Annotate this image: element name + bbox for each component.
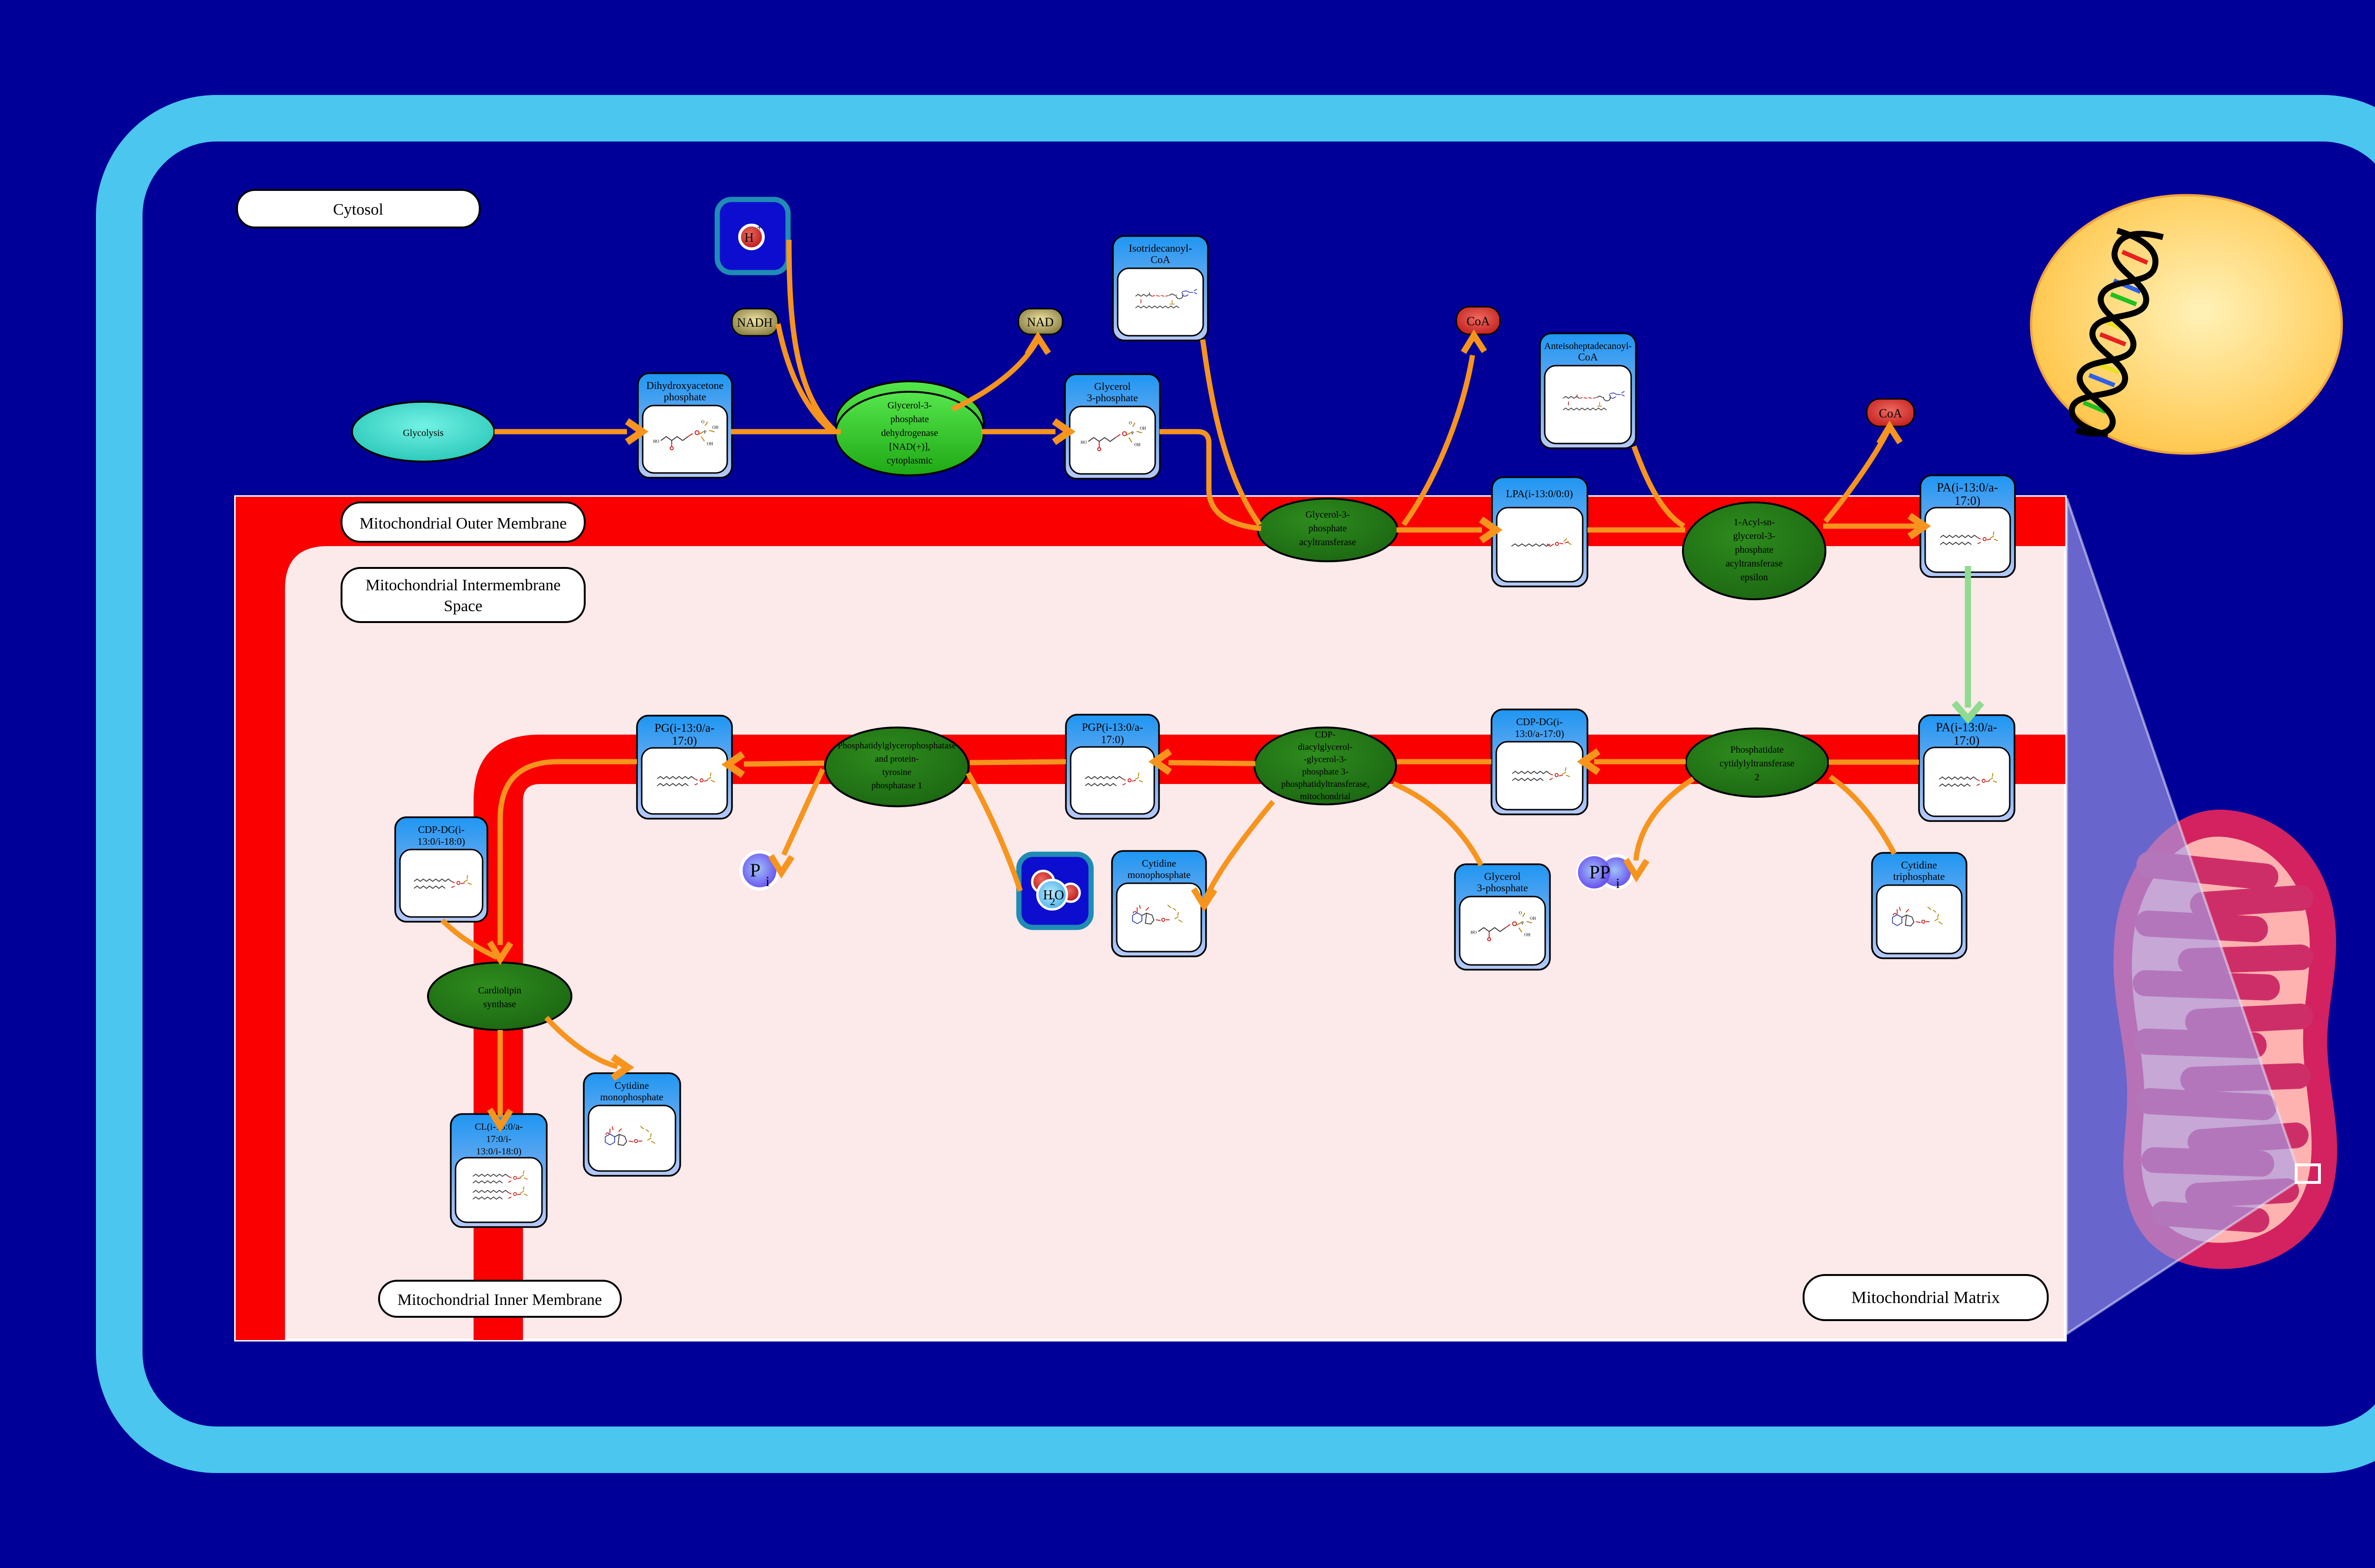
svg-text:Cytidine: Cytidine <box>1142 858 1176 869</box>
svg-text:17:0): 17:0) <box>1954 734 1980 747</box>
svg-text:PGP(i-13:0/a-: PGP(i-13:0/a- <box>1082 721 1143 733</box>
svg-text:Glycerol: Glycerol <box>1484 870 1521 882</box>
svg-text:NADH: NADH <box>737 316 772 330</box>
svg-text:PG(i-13:0/a-: PG(i-13:0/a- <box>655 722 714 735</box>
svg-text:and protein-: and protein- <box>875 754 919 764</box>
svg-text:Dihydroxyacetone: Dihydroxyacetone <box>646 379 724 391</box>
svg-text:Mitochondrial Outer Membrane: Mitochondrial Outer Membrane <box>360 515 567 532</box>
svg-text:CDP-DG(i-: CDP-DG(i- <box>1516 716 1563 727</box>
svg-text:13:0/i-18:0): 13:0/i-18:0) <box>476 1146 522 1157</box>
svg-text:13:0/a-17:0): 13:0/a-17:0) <box>1515 728 1564 739</box>
svg-text:monophosphate: monophosphate <box>1128 869 1191 880</box>
svg-text:P: P <box>750 860 760 881</box>
svg-text:glycerol-3-: glycerol-3- <box>1733 531 1776 541</box>
svg-text:CDP-DG(i-: CDP-DG(i- <box>418 824 465 835</box>
svg-text:17:0/i-: 17:0/i- <box>486 1134 511 1144</box>
svg-text:O: O <box>1054 888 1064 903</box>
svg-text:phosphate: phosphate <box>664 391 706 403</box>
svg-text:PP: PP <box>1589 861 1611 883</box>
svg-text:17:0): 17:0) <box>1101 734 1124 746</box>
svg-text:tyrosine: tyrosine <box>882 767 911 777</box>
svg-text:PA(i-13:0/a-: PA(i-13:0/a- <box>1937 481 1998 494</box>
svg-text:PA(i-13:0/a-: PA(i-13:0/a- <box>1936 720 1997 734</box>
svg-text:2: 2 <box>1755 772 1759 783</box>
svg-text:mitochondrial: mitochondrial <box>1300 792 1351 802</box>
svg-text:Cytidine: Cytidine <box>1901 859 1937 871</box>
svg-text:[NAD(+)],: [NAD(+)], <box>889 442 930 452</box>
svg-text:diacylglycerol-: diacylglycerol- <box>1298 742 1352 752</box>
svg-text:Mitochondrial Inner Membrane: Mitochondrial Inner Membrane <box>398 1291 602 1309</box>
svg-text:H: H <box>744 230 754 245</box>
svg-text:i: i <box>1616 876 1620 891</box>
svg-text:triphosphate: triphosphate <box>1893 870 1945 882</box>
svg-text:Glycerol-3-: Glycerol-3- <box>1305 510 1349 520</box>
svg-text:13:0/i-18:0): 13:0/i-18:0) <box>418 836 465 847</box>
svg-text:-glycerol-3-: -glycerol-3- <box>1304 755 1347 765</box>
svg-text:NAD: NAD <box>1027 315 1054 329</box>
svg-text:2: 2 <box>1050 896 1055 907</box>
svg-text:synthase: synthase <box>484 999 516 1010</box>
svg-text:LPA(i-13:0/0:0): LPA(i-13:0/0:0) <box>1506 488 1573 500</box>
svg-text:phosphate 3-: phosphate 3- <box>1302 767 1349 777</box>
svg-text:acyltransferase: acyltransferase <box>1726 558 1783 569</box>
svg-text:Cytidine: Cytidine <box>615 1080 649 1091</box>
svg-text:cytidylyltransferase: cytidylyltransferase <box>1720 758 1795 769</box>
svg-text:+: + <box>757 221 762 233</box>
svg-text:epsilon: epsilon <box>1740 572 1768 583</box>
svg-text:3-phosphate: 3-phosphate <box>1087 392 1138 404</box>
svg-text:CoA: CoA <box>1150 254 1170 265</box>
svg-text:Cytosol: Cytosol <box>333 201 383 218</box>
svg-text:Anteisoheptadecanoyl-: Anteisoheptadecanoyl- <box>1544 341 1632 351</box>
svg-text:3-phosphate: 3-phosphate <box>1477 882 1528 894</box>
svg-text:monophosphate: monophosphate <box>600 1091 664 1103</box>
svg-text:phosphate: phosphate <box>1735 545 1773 555</box>
svg-text:i: i <box>766 874 770 889</box>
svg-text:Cardiolipin: Cardiolipin <box>478 985 521 996</box>
svg-text:CoA: CoA <box>1578 351 1598 363</box>
svg-text:acyltransferase: acyltransferase <box>1299 537 1356 548</box>
svg-text:phosphate: phosphate <box>890 414 929 425</box>
svg-text:H: H <box>1043 888 1053 903</box>
svg-text:Glycerol-3-: Glycerol-3- <box>887 400 931 411</box>
svg-text:cytoplasmic: cytoplasmic <box>887 455 933 466</box>
svg-text:17:0): 17:0) <box>1955 494 1981 508</box>
svg-text:CoA: CoA <box>1879 406 1902 420</box>
svg-text:Phosphatidylglycerophosphatase: Phosphatidylglycerophosphatase <box>837 741 956 751</box>
svg-text:Mitochondrial Matrix: Mitochondrial Matrix <box>1852 1288 2000 1307</box>
svg-text:1-Acyl-sn-: 1-Acyl-sn- <box>1734 517 1775 528</box>
svg-text:phosphatase 1: phosphatase 1 <box>871 781 922 791</box>
svg-text:Isotridecanoyl-: Isotridecanoyl- <box>1129 242 1192 254</box>
svg-text:Phosphatidate: Phosphatidate <box>1730 745 1784 755</box>
svg-text:phosphatidyltransferase,: phosphatidyltransferase, <box>1281 779 1369 789</box>
svg-text:CoA: CoA <box>1466 314 1490 328</box>
svg-text:CDP-: CDP- <box>1315 730 1335 740</box>
svg-text:dehydrogenase: dehydrogenase <box>881 428 938 438</box>
svg-text:phosphate: phosphate <box>1308 523 1347 534</box>
svg-text:Mitochondrial Intermembrane: Mitochondrial Intermembrane <box>366 576 561 594</box>
svg-text:Space: Space <box>444 597 482 615</box>
svg-text:Glycerol: Glycerol <box>1094 380 1131 392</box>
svg-text:17:0): 17:0) <box>672 735 697 747</box>
svg-text:Glycolysis: Glycolysis <box>403 428 444 438</box>
